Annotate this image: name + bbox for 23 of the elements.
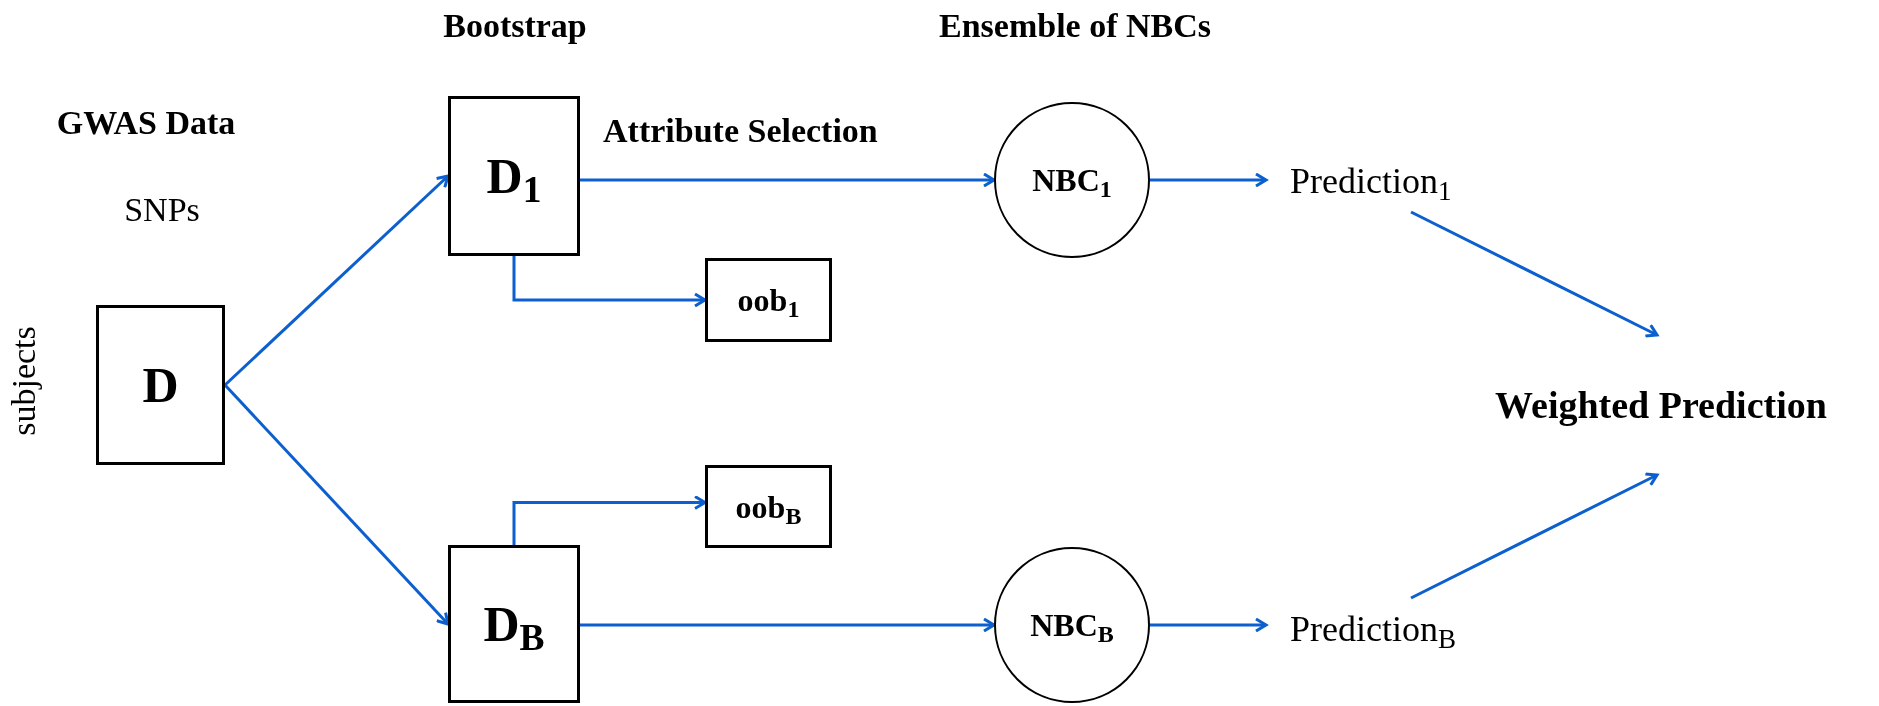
oob-box: oob$_{1}$ bbox=[705, 258, 832, 342]
prediction-text: Prediction$_{B}$ bbox=[1290, 598, 1490, 660]
column-heading: Ensemble of NBCs bbox=[939, 9, 1211, 43]
axis-label: subjects bbox=[7, 326, 41, 436]
arrow bbox=[223, 174, 450, 387]
dataset-box: D$_{B}$ bbox=[448, 545, 580, 703]
arrow bbox=[1150, 172, 1268, 188]
arrow bbox=[223, 383, 450, 626]
arrow bbox=[580, 617, 996, 633]
arrow bbox=[1150, 617, 1268, 633]
prediction-text: Prediction$_{1}$ bbox=[1290, 150, 1490, 212]
arrow bbox=[1410, 472, 1659, 600]
weighted-prediction-text: Weighted Prediction bbox=[1452, 335, 1870, 475]
column-heading: Bootstrap bbox=[443, 9, 587, 43]
arrow bbox=[1410, 210, 1659, 338]
oob-box: oob$_{B}$ bbox=[705, 465, 832, 548]
axis-label: SNPs bbox=[124, 193, 200, 227]
column-heading: GWAS Data bbox=[56, 106, 236, 140]
arrow bbox=[580, 172, 996, 188]
dataset-box: D$_{1}$ bbox=[448, 96, 580, 256]
arrow bbox=[512, 256, 707, 308]
arrow bbox=[512, 495, 707, 545]
dataset-box: D bbox=[96, 305, 225, 465]
